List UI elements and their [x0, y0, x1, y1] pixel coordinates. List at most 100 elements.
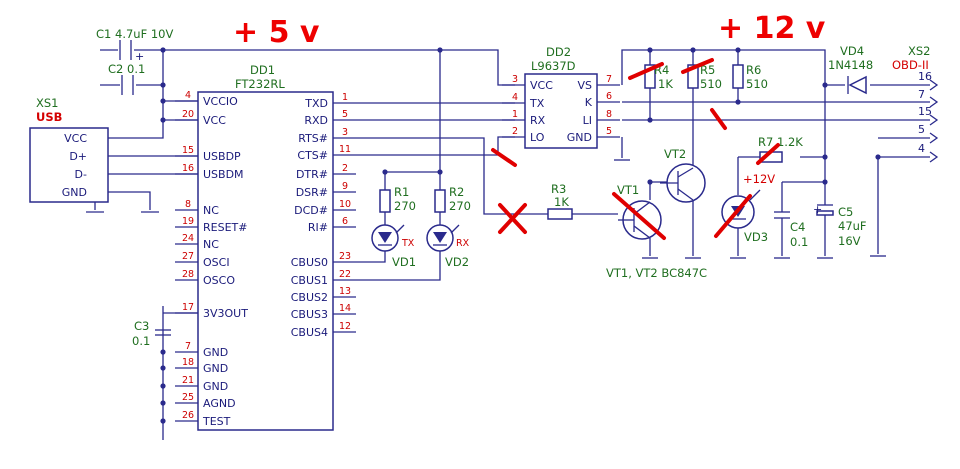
- svg-text:1K: 1K: [554, 195, 569, 209]
- capacitor-c5: + C5 47uF 16V: [813, 203, 867, 259]
- dd1-pin-label: NC: [203, 238, 219, 251]
- dd1-pin-number: 2: [342, 163, 348, 174]
- svg-text:GND: GND: [62, 186, 87, 199]
- svg-text:15: 15: [918, 105, 932, 118]
- dd2-pin-number: 5: [606, 126, 612, 137]
- svg-text:C3: C3: [134, 319, 149, 333]
- dd1-pin-number: 6: [342, 216, 348, 227]
- svg-text:+: +: [135, 50, 144, 63]
- svg-text:R6: R6: [746, 63, 761, 77]
- svg-text:R5: R5: [700, 63, 715, 77]
- svg-text:+: +: [813, 203, 822, 216]
- ic-dd2-l9637d: DD2 L9637D: [524, 45, 598, 149]
- dd1-pin-number: 22: [339, 269, 351, 280]
- svg-text:R2: R2: [449, 185, 464, 199]
- ic-dd1-ft232rl: DD1 FT232RL: [197, 63, 334, 431]
- dd1-pin-label: DCD#: [294, 204, 328, 217]
- red-mark-r5: [681, 58, 714, 74]
- dd1-pin-number: 25: [182, 392, 194, 403]
- svg-text:XS1: XS1: [36, 96, 59, 110]
- dd2-pin-number: 3: [512, 74, 518, 85]
- dd1-pin-number: 20: [182, 109, 194, 120]
- dd1-pin-number: 5: [342, 109, 348, 120]
- red-mark-vt1: [612, 192, 666, 240]
- dd1-pin-label: CBUS3: [291, 308, 328, 321]
- resistor-r5: R5 510: [687, 63, 722, 91]
- svg-text:5: 5: [918, 123, 925, 136]
- dd1-pin-label: VCC: [203, 114, 226, 127]
- dd2-pin-label: LO: [530, 131, 545, 144]
- red-mark-cts: [491, 148, 517, 167]
- svg-text:VCC: VCC: [64, 132, 87, 145]
- dd1-pin-label: CBUS2: [291, 291, 328, 304]
- svg-text:DD2: DD2: [546, 45, 571, 59]
- dd2-pin-label: VS: [577, 79, 592, 92]
- svg-text:1K: 1K: [658, 77, 673, 91]
- dd1-pin-number: 8: [185, 199, 191, 210]
- svg-text:VT2: VT2: [664, 147, 686, 161]
- dd1-pin-label: OSCI: [203, 256, 230, 269]
- dd2-pin-label: RX: [530, 114, 546, 127]
- svg-text:FT232RL: FT232RL: [235, 77, 285, 91]
- dd1-pin-number: 3: [342, 127, 348, 138]
- dd2-pin-number: 6: [606, 91, 612, 102]
- dd2-pin-label: GND: [567, 131, 592, 144]
- dd1-pin-number: 18: [182, 357, 194, 368]
- led-vd1: TX VD1: [371, 212, 416, 269]
- dd2-pin-number: 8: [606, 109, 612, 120]
- svg-text:510: 510: [746, 77, 768, 91]
- svg-text:16V: 16V: [838, 234, 861, 248]
- dd2-pin-label: LI: [583, 114, 592, 127]
- svg-text:+12V: +12V: [743, 172, 775, 186]
- dd1-pin-label: TEST: [202, 415, 231, 428]
- dd1-pin-number: 16: [182, 163, 194, 174]
- dd1-pin-label: VCCIO: [203, 95, 238, 108]
- dd2-pin-label: VCC: [530, 79, 553, 92]
- dd1-pin-number: 21: [182, 375, 194, 386]
- svg-text:VT1: VT1: [617, 183, 639, 197]
- dd1-pin-label: DTR#: [296, 168, 328, 181]
- dd1-pin-label: GND: [203, 380, 228, 393]
- red-mark-k: [710, 108, 727, 130]
- svg-text:C5: C5: [838, 205, 853, 219]
- dd1-pin-label: RI#: [308, 221, 328, 234]
- svg-text:270: 270: [394, 199, 416, 213]
- dd1-pin-label: TXD: [304, 97, 328, 110]
- svg-text:D-: D-: [75, 168, 87, 181]
- svg-text:TX: TX: [401, 238, 415, 249]
- transistors-note: VT1, VT2 BC847C: [606, 266, 707, 280]
- wire-plus12-rail: [614, 49, 930, 257]
- dd1-pin-label: CBUS1: [291, 274, 328, 287]
- svg-text:0.1: 0.1: [790, 235, 808, 249]
- svg-text:XS2: XS2: [908, 44, 931, 58]
- resistor-r1: R1 270: [379, 185, 416, 213]
- dd2-pin-number: 4: [512, 92, 518, 103]
- svg-text:C1 4.7uF 10V: C1 4.7uF 10V: [96, 27, 173, 41]
- dd1-pin-label: GND: [203, 346, 228, 359]
- dd1-pin-number: 10: [339, 199, 351, 210]
- svg-text:0.1: 0.1: [132, 334, 150, 348]
- dd1-pin-number: 14: [339, 303, 351, 314]
- capacitor-c1: C1 4.7uF 10V +: [96, 27, 173, 63]
- svg-text:1N4148: 1N4148: [828, 58, 873, 72]
- svg-text:VD4: VD4: [840, 44, 864, 58]
- svg-text:DD1: DD1: [250, 63, 275, 77]
- dd1-pin-number: 9: [342, 181, 348, 192]
- resistor-r7: R7 1.2K: [758, 135, 803, 163]
- dd1-pin-label: CTS#: [297, 149, 328, 162]
- resistor-r6: R6 510: [732, 63, 768, 91]
- dd1-pin-label: RXD: [304, 114, 328, 127]
- dd1-pin-number: 27: [182, 251, 194, 262]
- dd1-pin-label: DSR#: [296, 186, 328, 199]
- dd1-pin-number: 23: [339, 251, 351, 262]
- dd1-right-pins: 1TXD5RXD3RTS#11CTS#2DTR#9DSR#10DCD#6RI#2…: [291, 92, 356, 339]
- svg-text:16: 16: [918, 70, 932, 83]
- dd1-pin-number: 17: [182, 302, 194, 313]
- svg-text:C2 0.1: C2 0.1: [108, 62, 145, 76]
- dd1-pin-label: NC: [203, 204, 219, 217]
- connector-xs1-usb: XS1 USB VCC D+ D- GND: [29, 96, 198, 213]
